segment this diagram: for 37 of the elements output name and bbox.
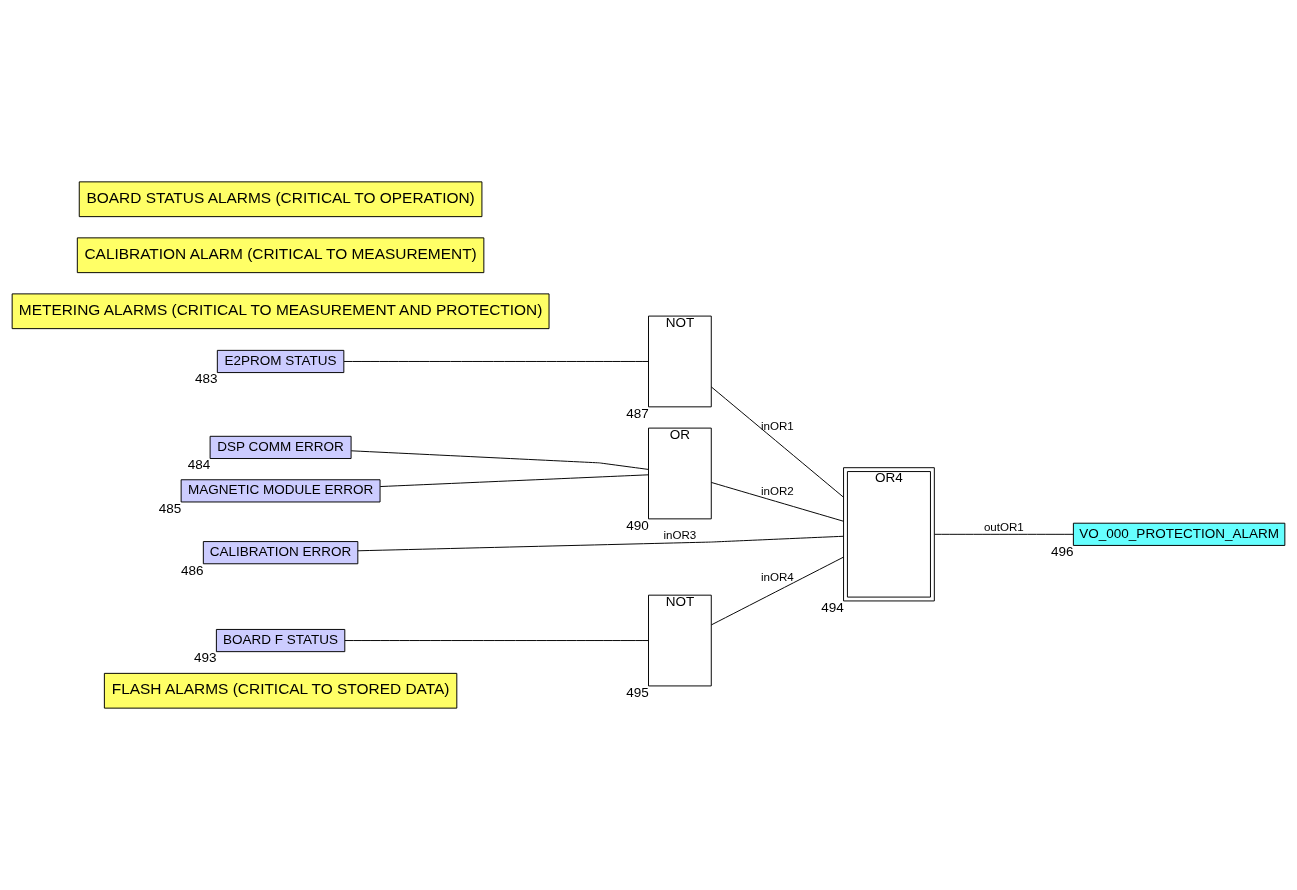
node-label: 493 bbox=[194, 650, 217, 666]
node-box: NOT bbox=[648, 315, 712, 408]
edge-label: inOR1 bbox=[761, 419, 794, 432]
node-label: 484 bbox=[187, 457, 211, 473]
connector bbox=[357, 535, 844, 552]
node-box: CALIBRATION ERROR bbox=[202, 541, 359, 565]
node-box: METERING ALARMS (CRITICAL TO MEASUREMENT AND PROTECTION) bbox=[11, 293, 550, 330]
node-label: 486 bbox=[180, 562, 204, 578]
edge-label: inOR2 bbox=[761, 485, 794, 498]
node-label: 494 bbox=[821, 599, 844, 615]
connector bbox=[710, 556, 844, 626]
node-label: 485 bbox=[158, 500, 182, 516]
edge-label: outOR1 bbox=[983, 521, 1024, 534]
node-box: FLASH ALARMS (CRITICAL TO STORED DATA) bbox=[103, 672, 458, 709]
node-box: NOT bbox=[648, 594, 712, 687]
node-box: BOARD STATUS ALARMS (CRITICAL TO OPERATION) bbox=[78, 181, 483, 218]
edge-label: inOR4 bbox=[761, 571, 794, 584]
node-label: 487 bbox=[626, 405, 649, 421]
node-box: E2PROM STATUS bbox=[216, 349, 345, 374]
node-box: OR bbox=[648, 427, 712, 520]
connector bbox=[710, 482, 844, 522]
node-label: 483 bbox=[194, 371, 218, 387]
connector bbox=[934, 533, 1074, 535]
node-label: 490 bbox=[626, 517, 649, 533]
edge-label: inOR3 bbox=[663, 528, 697, 541]
connector bbox=[343, 361, 649, 362]
node-box: CALIBRATION ALARM (CRITICAL TO MEASUREMENT) bbox=[76, 237, 485, 274]
node-label: 495 bbox=[626, 684, 649, 700]
node-box: DSP COMM ERROR bbox=[209, 435, 352, 459]
connector bbox=[350, 450, 649, 470]
node-box: BOARD F STATUS bbox=[215, 628, 346, 653]
node-label: 496 bbox=[1051, 544, 1074, 560]
connector bbox=[344, 640, 649, 642]
node-box: MAGNETIC MODULE ERROR bbox=[180, 479, 381, 503]
connector bbox=[710, 386, 844, 498]
connector bbox=[379, 474, 649, 488]
node-box: VO_000_PROTECTION_ALARM bbox=[1072, 522, 1286, 546]
